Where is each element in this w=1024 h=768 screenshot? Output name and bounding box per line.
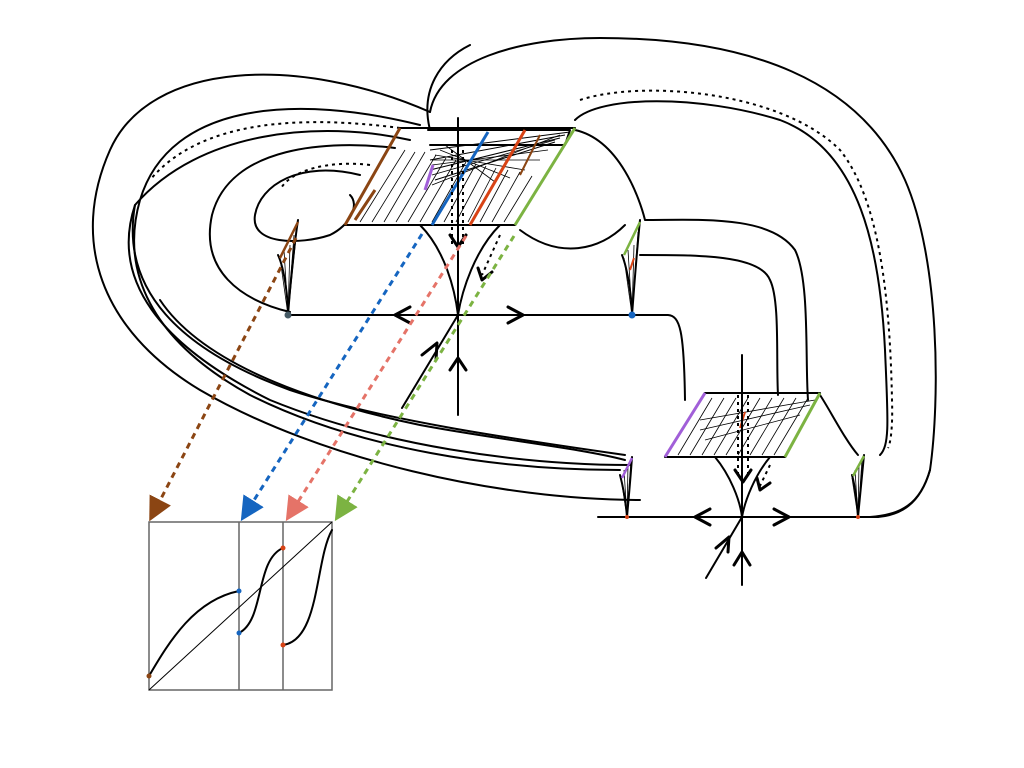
lower-arrow-down-icon bbox=[733, 468, 753, 484]
inner-loop-left bbox=[209, 144, 396, 313]
outer-band-right-dotted bbox=[579, 89, 894, 449]
outer-band-left-dotted bbox=[149, 121, 401, 181]
projection-arrow-green bbox=[334, 235, 516, 522]
outer-band-left-3 bbox=[127, 130, 631, 466]
lower-right-fan-point bbox=[856, 515, 860, 519]
arrow-right-icon bbox=[506, 305, 525, 325]
upper-branch-ribbon bbox=[343, 127, 577, 226]
return-map-frame bbox=[148, 521, 333, 691]
right-inner-band-2 bbox=[639, 254, 779, 396]
upper-left-fan-point bbox=[284, 311, 292, 319]
projection-arrow-brown bbox=[149, 237, 298, 522]
upper-right-fan bbox=[621, 219, 642, 319]
upper-cusp-left bbox=[419, 224, 459, 316]
projection-arrow-salmon bbox=[285, 235, 468, 522]
upper-right-fan-point bbox=[628, 311, 636, 319]
right-inner-band bbox=[574, 129, 809, 401]
lower-left-fan bbox=[619, 456, 634, 519]
outer-band-right-2 bbox=[574, 100, 889, 456]
upper-ribbon-inner-rect bbox=[427, 129, 571, 146]
return-map-point-blue-bottom bbox=[236, 630, 242, 636]
upper-ribbon-brown-edge-3 bbox=[519, 134, 541, 176]
upper-left-fan bbox=[277, 219, 300, 319]
upper-dotted-flow-3 bbox=[481, 234, 501, 276]
top-lobe bbox=[426, 44, 471, 131]
lower-right-closure bbox=[877, 469, 931, 518]
return-map-diagonal bbox=[148, 521, 333, 691]
return-map-point-red-bottom bbox=[280, 642, 286, 648]
lower-flow-axes bbox=[597, 354, 879, 586]
lower-arrow-diag-icon bbox=[714, 535, 731, 554]
outer-band-right-1 bbox=[429, 37, 937, 518]
upper-ribbon-fan bbox=[429, 131, 571, 181]
lower-left-fan-point bbox=[625, 515, 629, 519]
left-lower-band bbox=[131, 204, 626, 456]
center-arc bbox=[519, 224, 626, 250]
return-map-inset bbox=[146, 521, 333, 691]
upper-cusp-right bbox=[457, 224, 501, 316]
lower-ribbon-hatching bbox=[677, 397, 816, 456]
inner-curl bbox=[253, 169, 361, 242]
arrow-up-icon bbox=[448, 356, 468, 372]
return-map-branch-1 bbox=[148, 590, 240, 677]
lower-arrow-diag-down-icon bbox=[755, 476, 772, 492]
upper-ribbon-red-edge bbox=[468, 129, 527, 226]
upper-diagonal-axis bbox=[401, 314, 459, 409]
return-map-point-blue-top bbox=[236, 588, 242, 594]
projection-arrow-blue bbox=[240, 233, 424, 522]
arrow-diag-icon bbox=[420, 341, 439, 362]
return-map-point-red-top bbox=[280, 545, 286, 551]
lower-arrow-up-icon bbox=[732, 550, 752, 567]
lower-diagonal-axis bbox=[705, 516, 743, 579]
outer-band-left-1 bbox=[91, 73, 641, 501]
upper-ribbon-green-edge bbox=[513, 127, 577, 226]
outer-bands bbox=[91, 37, 937, 518]
return-map-point-brown bbox=[146, 673, 152, 679]
upper-ribbon-brown-edge-2 bbox=[353, 189, 377, 221]
inner-curl-dotted bbox=[279, 162, 371, 191]
upper-ribbon-blue-edge bbox=[430, 131, 490, 226]
left-lower-band-2 bbox=[159, 299, 626, 461]
return-map-branch-2 bbox=[238, 547, 284, 634]
projection-arrows bbox=[149, 233, 516, 522]
lower-arrow-right-icon bbox=[772, 507, 791, 527]
lower-right-fan bbox=[851, 454, 866, 519]
upper-ribbon-purple-edge bbox=[423, 164, 435, 191]
arrow-left-icon bbox=[393, 305, 412, 325]
lower-arrow-left-icon bbox=[693, 507, 712, 527]
return-map-branch-3 bbox=[282, 529, 333, 646]
right-inner-band-3 bbox=[819, 394, 859, 456]
outer-band-left-2 bbox=[133, 107, 621, 471]
upper-ribbon-brown-edge bbox=[343, 127, 402, 226]
upper-horizontal-axis bbox=[287, 314, 686, 401]
